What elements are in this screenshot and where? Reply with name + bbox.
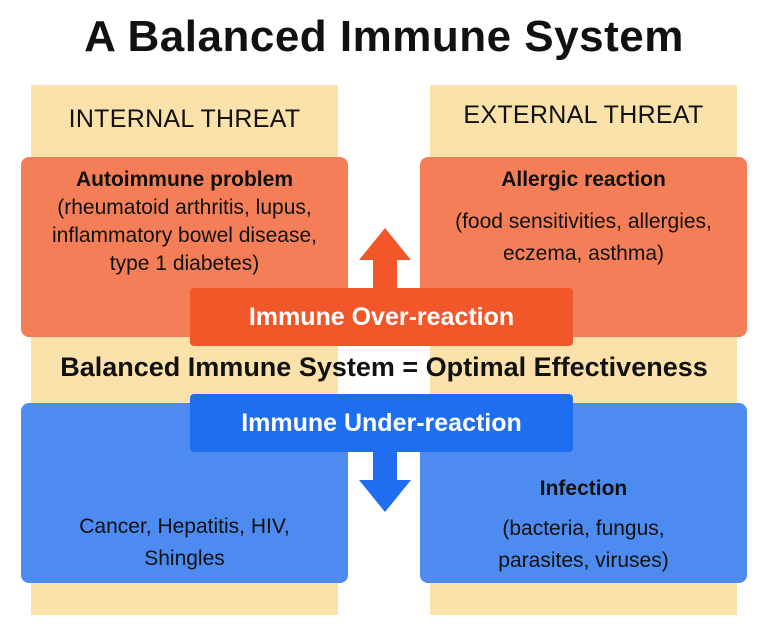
immune-over-reaction-banner: Immune Over-reaction	[190, 288, 573, 346]
balanced-immune-caption: Balanced Immune System = Optimal Effecti…	[60, 352, 708, 382]
arrow-down-icon	[359, 450, 411, 512]
autoimmune-line: type 1 diabetes)	[109, 252, 260, 275]
infection-line: (bacteria, fungus,	[502, 517, 665, 540]
allergic-heading: Allergic reaction	[501, 168, 666, 191]
cancer-box: Cancer, Hepatitis, HIV, Shingles	[21, 403, 348, 583]
cancer-line: Cancer, Hepatitis, HIV,	[79, 515, 290, 538]
internal-threat-label: INTERNAL THREAT	[68, 105, 301, 133]
allergic-line: (food sensitivities, allergies,	[455, 210, 712, 233]
infection-heading: Infection	[539, 477, 628, 500]
autoimmune-line: inflammatory bowel disease,	[52, 224, 317, 247]
arrow-up-icon	[359, 228, 411, 290]
infection-line: parasites, viruses)	[498, 549, 669, 572]
autoimmune-heading: Autoimmune problem	[75, 168, 293, 191]
cancer-line: Shingles	[144, 547, 225, 570]
autoimmune-line: (rheumatoid arthritis, lupus,	[57, 196, 312, 219]
external-threat-label: EXTERNAL THREAT	[463, 101, 704, 129]
immune-under-reaction-banner: Immune Under-reaction	[190, 394, 573, 452]
page-title: A Balanced Immune System	[84, 12, 684, 61]
allergic-line: eczema, asthma)	[502, 242, 665, 265]
